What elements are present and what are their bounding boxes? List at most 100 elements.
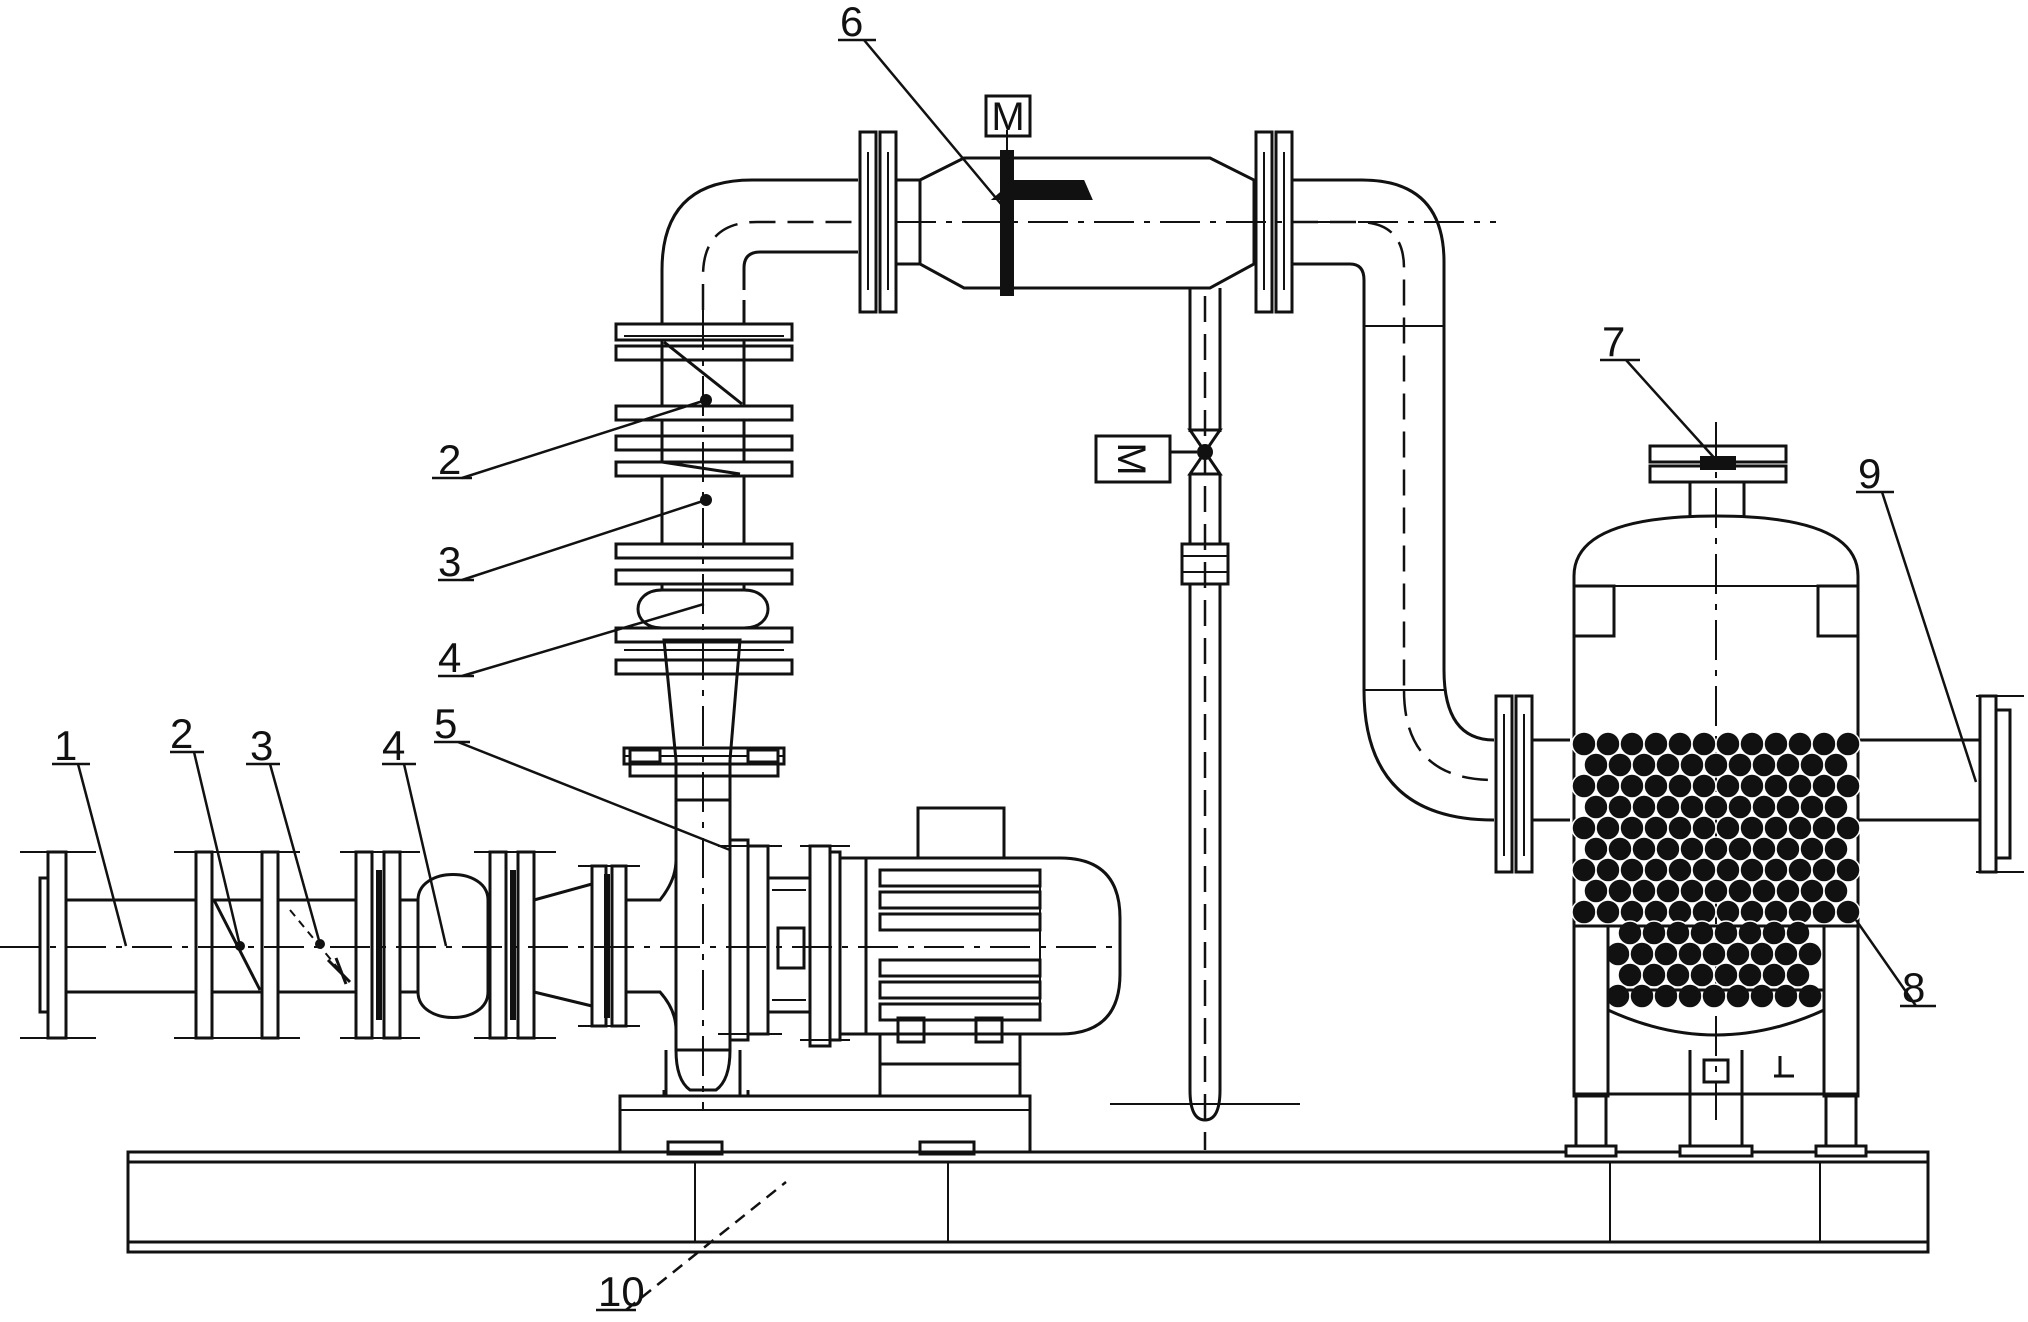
filter-ball xyxy=(1679,878,1705,904)
filter-ball xyxy=(1811,899,1837,925)
filter-ball xyxy=(1691,857,1717,883)
filter-ball xyxy=(1713,962,1739,988)
filter-ball xyxy=(1727,836,1753,862)
filter-ball xyxy=(1715,731,1741,757)
filter-ball xyxy=(1631,752,1657,778)
filter-ball xyxy=(1763,857,1789,883)
callout-7: 7 xyxy=(1602,318,1625,365)
filter-ball xyxy=(1667,857,1693,883)
filter-ball xyxy=(1619,731,1645,757)
filter-ball xyxy=(1641,962,1667,988)
filter-ball xyxy=(1643,731,1669,757)
filter-ball xyxy=(1787,815,1813,841)
filter-ball xyxy=(1799,878,1825,904)
filter-ball xyxy=(1749,941,1775,967)
filter-ball xyxy=(1689,962,1715,988)
filter-ball xyxy=(1835,773,1861,799)
filter-ball xyxy=(1691,731,1717,757)
filter-ball xyxy=(1571,815,1597,841)
filter-ball xyxy=(1749,983,1775,1009)
filter-ball xyxy=(1799,794,1825,820)
filter-ball xyxy=(1643,899,1669,925)
filter-ball xyxy=(1607,794,1633,820)
filter-ball xyxy=(1797,941,1823,967)
filter-ball xyxy=(1605,941,1631,967)
filter-ball xyxy=(1655,836,1681,862)
filter-ball xyxy=(1677,941,1703,967)
filter-ball xyxy=(1761,962,1787,988)
filter-ball xyxy=(1571,899,1597,925)
filter-ball xyxy=(1703,836,1729,862)
filter-ball xyxy=(1691,815,1717,841)
filter-ball xyxy=(1763,773,1789,799)
filter-ball xyxy=(1823,794,1849,820)
filter-ball xyxy=(1629,941,1655,967)
filter-ball xyxy=(1811,815,1837,841)
filter-ball xyxy=(1655,878,1681,904)
filter-ball xyxy=(1631,878,1657,904)
filter-ball xyxy=(1751,878,1777,904)
filter-ball xyxy=(1655,794,1681,820)
filter-ball xyxy=(1583,752,1609,778)
filter-ball xyxy=(1619,773,1645,799)
filter-ball xyxy=(1727,878,1753,904)
top-pipe-run xyxy=(660,130,1570,874)
centrifugal-pump xyxy=(618,760,1032,1154)
filter-ball xyxy=(1679,836,1705,862)
filter-ball xyxy=(1691,773,1717,799)
filter-ball xyxy=(1583,794,1609,820)
callout-9: 9 xyxy=(1858,450,1881,497)
filter-ball xyxy=(1725,983,1751,1009)
filter-ball xyxy=(1835,815,1861,841)
filter-ball xyxy=(1667,899,1693,925)
callout-10: 10 xyxy=(598,1268,645,1315)
electric-motor xyxy=(838,806,1122,1098)
filter-ball xyxy=(1619,899,1645,925)
top-motor-valve: M xyxy=(984,94,1032,139)
filter-ball xyxy=(1797,983,1823,1009)
filter-ball xyxy=(1725,941,1751,967)
filter-ball xyxy=(1643,815,1669,841)
filter-ball xyxy=(1701,941,1727,967)
filter-ball xyxy=(1571,773,1597,799)
filter-ball xyxy=(1835,857,1861,883)
filter-ball xyxy=(1631,794,1657,820)
filter-ball xyxy=(1619,857,1645,883)
filter-ball xyxy=(1679,752,1705,778)
filter-ball xyxy=(1773,983,1799,1009)
filter-ball xyxy=(1751,836,1777,862)
filter-ball xyxy=(1715,899,1741,925)
callout-8: 8 xyxy=(1902,964,1925,1011)
filter-ball xyxy=(1595,773,1621,799)
filter-ball xyxy=(1617,962,1643,988)
filter-ball xyxy=(1653,941,1679,967)
filter-ball xyxy=(1727,752,1753,778)
filter-ball xyxy=(1607,752,1633,778)
filter-ball xyxy=(1595,815,1621,841)
side-motor-valve-label: M xyxy=(1109,442,1153,475)
filter-ball xyxy=(1701,983,1727,1009)
filter-ball xyxy=(1775,794,1801,820)
inlet-pipeline xyxy=(0,850,1120,1040)
filter-ball xyxy=(1715,773,1741,799)
filter-ball xyxy=(1751,752,1777,778)
filter-ball xyxy=(1629,983,1655,1009)
filter-ball xyxy=(1691,899,1717,925)
filter-ball xyxy=(1775,878,1801,904)
callout-2-upper: 2 xyxy=(438,436,461,483)
filter-ball xyxy=(1715,815,1741,841)
vertical-discharge-line xyxy=(614,300,794,1110)
filter-ball xyxy=(1739,899,1765,925)
filter-ball xyxy=(1703,752,1729,778)
filter-ball xyxy=(1571,857,1597,883)
leader-lines xyxy=(52,38,1978,1312)
filter-ball xyxy=(1799,752,1825,778)
filter-ball xyxy=(1763,899,1789,925)
filter-ball xyxy=(1775,752,1801,778)
filter-ball xyxy=(1787,731,1813,757)
callout-5: 5 xyxy=(434,700,457,747)
filter-ball xyxy=(1823,878,1849,904)
filter-ball xyxy=(1715,857,1741,883)
filter-ball xyxy=(1763,815,1789,841)
